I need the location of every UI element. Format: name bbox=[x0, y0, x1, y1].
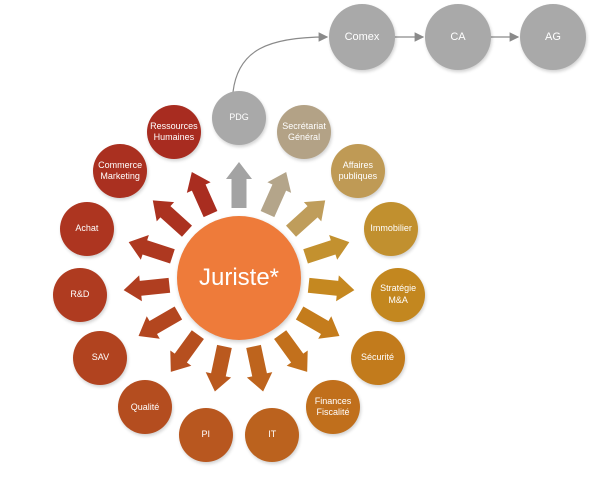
ring-node-achat: Achat bbox=[59, 201, 114, 256]
arrow-11 bbox=[123, 275, 171, 302]
arrow-5 bbox=[295, 306, 340, 339]
ring-node-pi: PI bbox=[178, 407, 233, 462]
arrow-6 bbox=[274, 330, 308, 372]
ring-node-pdg: PDG bbox=[212, 91, 266, 145]
ring-node-secrétariat-général: Secrétariat Général bbox=[277, 104, 332, 159]
ring-node-it: IT bbox=[245, 407, 300, 462]
governance-node-ca: CA bbox=[425, 4, 491, 70]
connector-pdg-comex bbox=[232, 32, 329, 93]
arrow-12 bbox=[128, 235, 175, 264]
arrow-10 bbox=[138, 306, 183, 339]
arrow-13 bbox=[152, 200, 192, 237]
ring-node-affaires-publiques: Affaires publiques bbox=[330, 143, 385, 198]
ring-node-finances-fiscalité: Finances Fiscalité bbox=[306, 380, 361, 435]
ring-node-commerce-marketing: Commerce Marketing bbox=[93, 143, 148, 198]
ring-node-ressources-humaines: Ressources Humaines bbox=[146, 104, 201, 159]
center-node-juriste: Juriste* bbox=[177, 216, 301, 340]
arrow-8 bbox=[205, 344, 232, 392]
governance-node-ag: AG bbox=[520, 4, 586, 70]
arrow-9 bbox=[170, 330, 204, 372]
governance-node-comex: Comex bbox=[329, 4, 395, 70]
arrow-4 bbox=[307, 275, 355, 302]
arrow-7 bbox=[246, 344, 273, 392]
center-label: Juriste* bbox=[198, 264, 280, 291]
ring-node-r-d: R&D bbox=[52, 267, 107, 322]
arrow-1 bbox=[260, 172, 292, 218]
ring-node-sav: SAV bbox=[73, 331, 128, 385]
ring-node-qualité: Qualité bbox=[117, 380, 172, 435]
ring-node-stratégie-m-a: Stratégie M&A bbox=[371, 267, 426, 322]
ring-node-immobilier: Immobilier bbox=[364, 201, 419, 256]
arrow-3 bbox=[303, 235, 350, 264]
arrow-2 bbox=[286, 200, 326, 237]
arrow-14 bbox=[186, 172, 218, 218]
ring-node-sécurité: Sécurité bbox=[350, 331, 405, 385]
arrow-0 bbox=[226, 162, 252, 208]
